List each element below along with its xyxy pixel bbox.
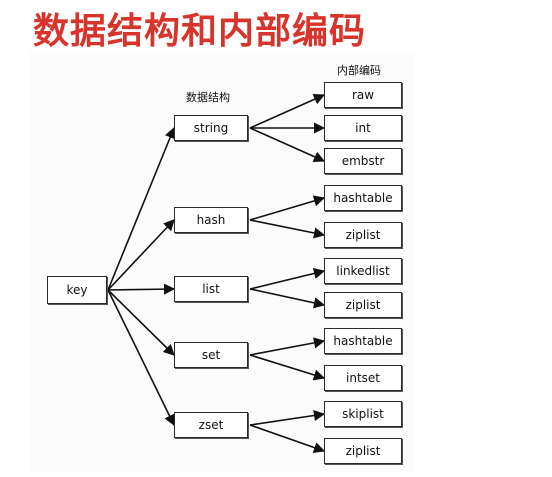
encoding-node-intset: intset bbox=[324, 365, 402, 391]
encoding-node-hashtable: hashtable bbox=[324, 328, 402, 354]
structure-node-string: string bbox=[174, 115, 248, 141]
encoding-node-hashtable: hashtable bbox=[324, 185, 402, 211]
connector-arrow bbox=[249, 93, 326, 129]
key-node: key bbox=[47, 276, 107, 304]
encoding-node-raw: raw bbox=[324, 82, 402, 108]
connector-arrow bbox=[249, 195, 326, 221]
connector-arrow bbox=[249, 424, 326, 453]
structure-node-set: set bbox=[174, 342, 248, 368]
encoding-node-int: int bbox=[324, 115, 402, 141]
structure-node-list: list bbox=[174, 276, 248, 302]
encoding-node-ziplist: ziplist bbox=[324, 222, 402, 248]
data-structure-label: 数据结构 bbox=[186, 91, 230, 104]
connector-arrow bbox=[249, 267, 326, 290]
encoding-node-linkedlist: linkedlist bbox=[324, 258, 402, 284]
connector-arrow bbox=[107, 289, 175, 427]
structure-node-hash: hash bbox=[174, 207, 248, 233]
connector-arrow bbox=[107, 283, 176, 295]
connector-arrow bbox=[249, 127, 326, 163]
page-title: 数据结构和内部编码 bbox=[33, 11, 367, 52]
connector-arrow bbox=[249, 219, 326, 239]
encoding-node-ziplist: ziplist bbox=[324, 438, 402, 464]
structure-node-zset: zset bbox=[174, 412, 248, 438]
connector-arrow bbox=[249, 354, 326, 381]
connector-arrow bbox=[249, 288, 326, 309]
encoding-node-embstr: embstr bbox=[324, 148, 402, 174]
encoding-node-skiplist: skiplist bbox=[324, 401, 402, 427]
connector-arrow bbox=[107, 219, 175, 291]
connector-arrow bbox=[249, 409, 326, 426]
encoding-node-ziplist: ziplist bbox=[324, 292, 402, 318]
internal-encoding-label: 内部编码 bbox=[337, 64, 381, 77]
connector-arrow bbox=[249, 337, 326, 356]
connector-arrow bbox=[107, 289, 175, 356]
connector-arrow bbox=[107, 126, 176, 291]
